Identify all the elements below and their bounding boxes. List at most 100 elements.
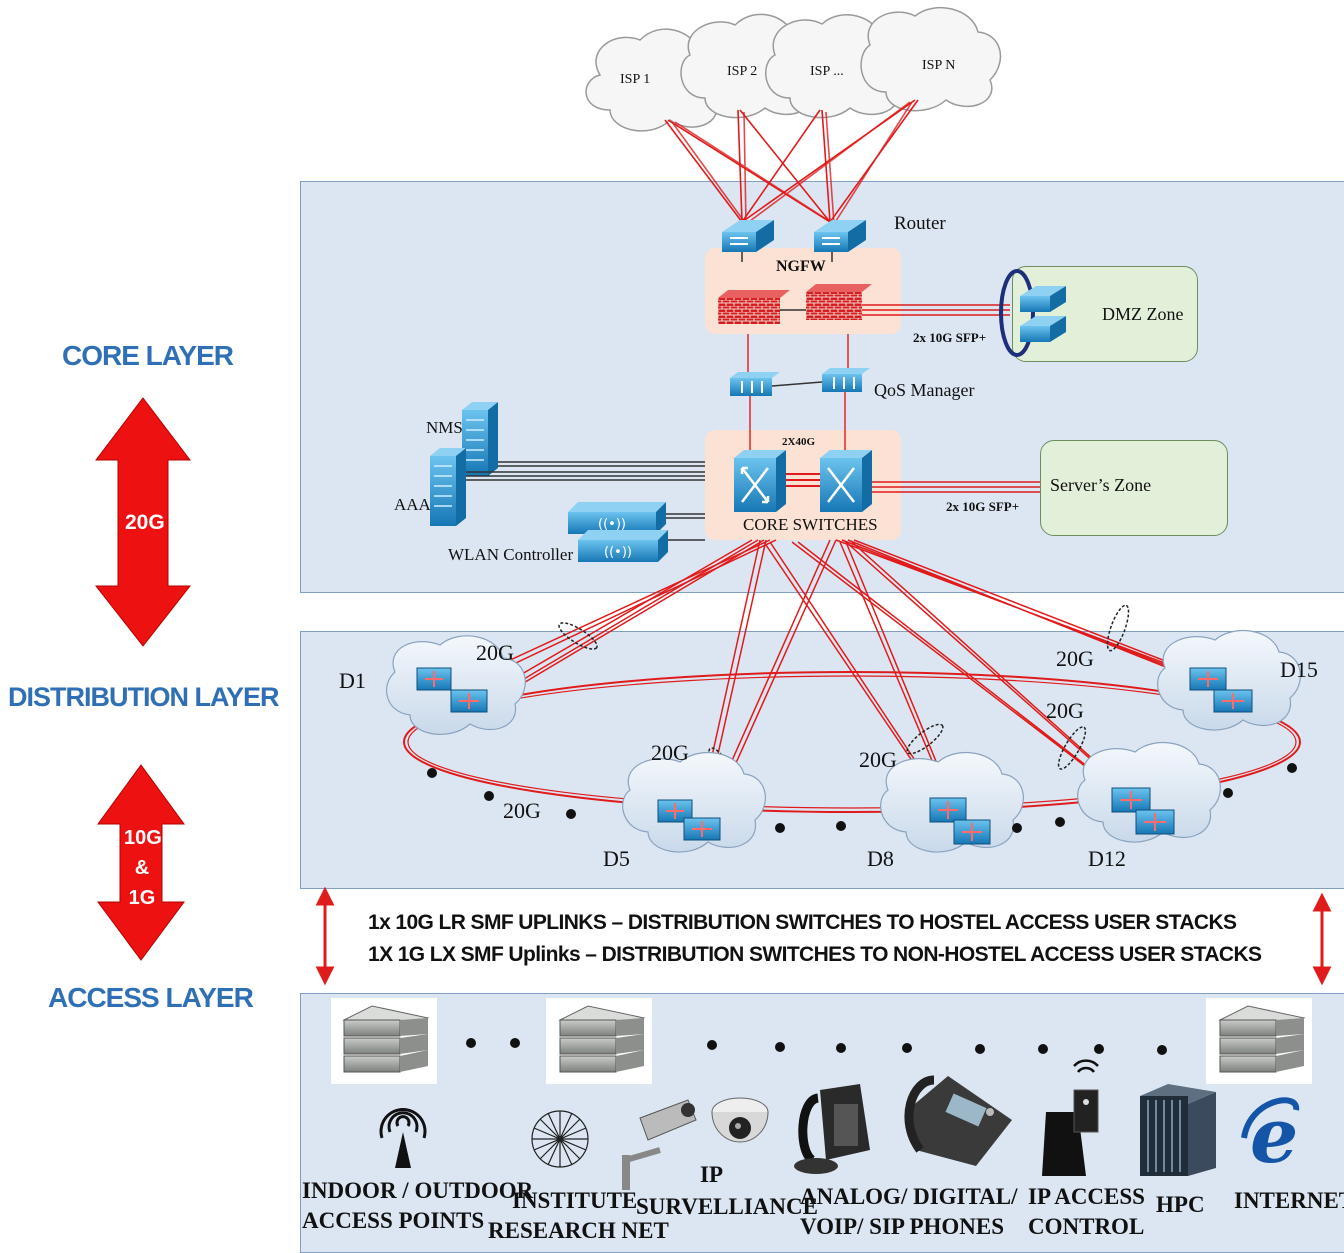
qos-label: QoS Manager — [874, 380, 975, 400]
d8-switch-icon — [929, 797, 991, 845]
core-arrow-label: 20G — [125, 511, 165, 534]
core-switch-2-icon — [820, 450, 872, 512]
distribution-dots — [427, 763, 1297, 833]
access-control-icon — [1042, 1059, 1099, 1176]
internet-e-icon: e — [1250, 1091, 1298, 1180]
surveillance-camera-icon — [622, 1099, 697, 1190]
access-arrow-label-line2: & — [134, 857, 150, 879]
wireless-antenna-icon — [379, 1107, 427, 1168]
link-label-ring: 20G — [503, 798, 541, 823]
d15-label: D15 — [1280, 657, 1318, 682]
sip-phone-icon — [904, 1075, 1012, 1166]
access-arrow-label: 10G & 1G — [124, 823, 162, 913]
d5-cloud — [622, 751, 766, 853]
aaa-label: AAA — [394, 495, 431, 514]
access-arrow-label-line3: 1G — [128, 887, 156, 909]
isp-router-links — [664, 99, 919, 225]
distribution-switches — [416, 667, 1253, 845]
nms-label: NMS — [426, 418, 463, 437]
svg-text:((•)): ((•)) — [604, 545, 632, 560]
ngfw-label: NGFW — [776, 258, 826, 275]
access-arrow-label-line1: 10G — [124, 827, 162, 849]
hpc-label: HPC — [1156, 1192, 1205, 1217]
dmz-link-label: 2x 10G SFP+ — [913, 330, 987, 345]
surveillance-label: SURVELLIANCE — [636, 1194, 818, 1219]
phones-label: ANALOG/ DIGITAL/ VOIP/ SIP PHONES — [800, 1182, 1017, 1242]
servers-link-label: 2x 10G SFP+ — [946, 499, 1020, 514]
access-dots — [466, 1038, 1167, 1055]
research-net-label-line2: RESEARCH NET — [488, 1218, 669, 1243]
access-layer-title: ACCESS LAYER — [48, 982, 254, 1013]
d5-label: D5 — [603, 846, 630, 871]
isp-clouds — [585, 7, 1002, 132]
link-label-d5: 20G — [651, 740, 689, 765]
router-1-icon — [722, 220, 774, 252]
servers-label: Server’s Zone — [1050, 475, 1152, 495]
d1-cloud — [386, 635, 526, 735]
core-distribution-arrow — [94, 397, 192, 647]
isp-2-label: ISP 2 — [727, 64, 758, 79]
firewall-2-icon — [806, 284, 872, 320]
access-control-label-line1: IP ACCESS — [1028, 1184, 1145, 1209]
access-points-label-line1: INDOOR / OUTDOOR — [302, 1178, 534, 1203]
distribution-access-arrow — [97, 764, 185, 961]
isp-n-cloud — [860, 7, 1002, 112]
nms-server-icon — [462, 402, 498, 476]
ip-label: IP — [700, 1162, 723, 1187]
internet-swoosh — [1241, 1097, 1300, 1139]
isp-1-label: ISP 1 — [620, 72, 651, 87]
d1-switch-icon — [416, 667, 488, 713]
dmz-zone — [1012, 266, 1198, 362]
hpc-rack-icon — [1140, 1084, 1216, 1176]
research-network-icon — [531, 1110, 589, 1168]
qos-device-2-icon — [822, 368, 870, 392]
d15-cloud — [1157, 629, 1301, 731]
distribution-layer-title: DISTRIBUTION LAYER — [8, 682, 280, 712]
access-switch-stack-3-icon — [1206, 998, 1312, 1084]
servers-zone — [1040, 440, 1228, 536]
research-net-label: INSTITUTE RESEARCH NET — [488, 1186, 669, 1246]
wlan-label: WLAN Controller — [448, 545, 574, 564]
access-points-label: INDOOR / OUTDOOR ACCESS POINTS — [302, 1176, 533, 1236]
aaa-server-icon — [430, 448, 466, 526]
d12-switch-icon — [1111, 787, 1175, 835]
d12-label: D12 — [1088, 846, 1126, 871]
link-label-d15: 20G — [1056, 646, 1094, 671]
d1-label: D1 — [339, 668, 366, 693]
core-switch-1-icon — [734, 450, 786, 512]
isp-n-label: ISP N — [922, 58, 956, 73]
link-label-d8: 20G — [859, 747, 897, 772]
access-switch-stack-1-icon — [331, 998, 437, 1084]
access-control-label-line2: CONTROL — [1028, 1214, 1145, 1239]
d5-switch-icon — [657, 799, 721, 841]
analog-phone-icon — [794, 1084, 870, 1174]
link-label-d1: 20G — [476, 640, 514, 665]
access-points-label-line2: ACCESS POINTS — [302, 1208, 485, 1233]
dome-camera-icon — [711, 1097, 769, 1143]
uplink-line-1: 1x 10G LR SMF UPLINKS – DISTRIBUTION SWI… — [368, 911, 1237, 934]
core-switches-label: CORE SWITCHES — [743, 515, 878, 534]
phones-label-line1: ANALOG/ DIGITAL/ — [800, 1184, 1018, 1209]
d15-switch-icon — [1189, 667, 1253, 713]
uplink-arrows — [315, 886, 1332, 986]
dmz-switch-icon — [999, 269, 1066, 357]
qos-device-1-icon — [730, 372, 780, 396]
svg-text:((•)): ((•)) — [598, 517, 626, 532]
wlan-controller-icon: ((•)) ((•)) — [568, 502, 668, 562]
d8-label: D8 — [867, 846, 894, 871]
access-control-label: IP ACCESS CONTROL — [1028, 1182, 1145, 1242]
uplink-line-2: 1X 1G LX SMF Uplinks – DISTRIBUTION SWIT… — [368, 943, 1262, 966]
internet-label: INTERNET — [1234, 1188, 1344, 1213]
research-net-label-line1: INSTITUTE — [512, 1188, 638, 1213]
bundle-markers — [558, 604, 1130, 787]
dmz-label: DMZ Zone — [1102, 304, 1184, 324]
core-link-label: 2X40G — [782, 436, 815, 448]
firewall-1-icon — [718, 290, 790, 324]
link-label-d12: 20G — [1046, 698, 1084, 723]
isp-3-label: ISP ... — [810, 64, 844, 79]
router-2-icon — [814, 220, 866, 252]
access-switch-stack-2-icon — [546, 998, 652, 1084]
router-label: Router — [894, 213, 946, 234]
